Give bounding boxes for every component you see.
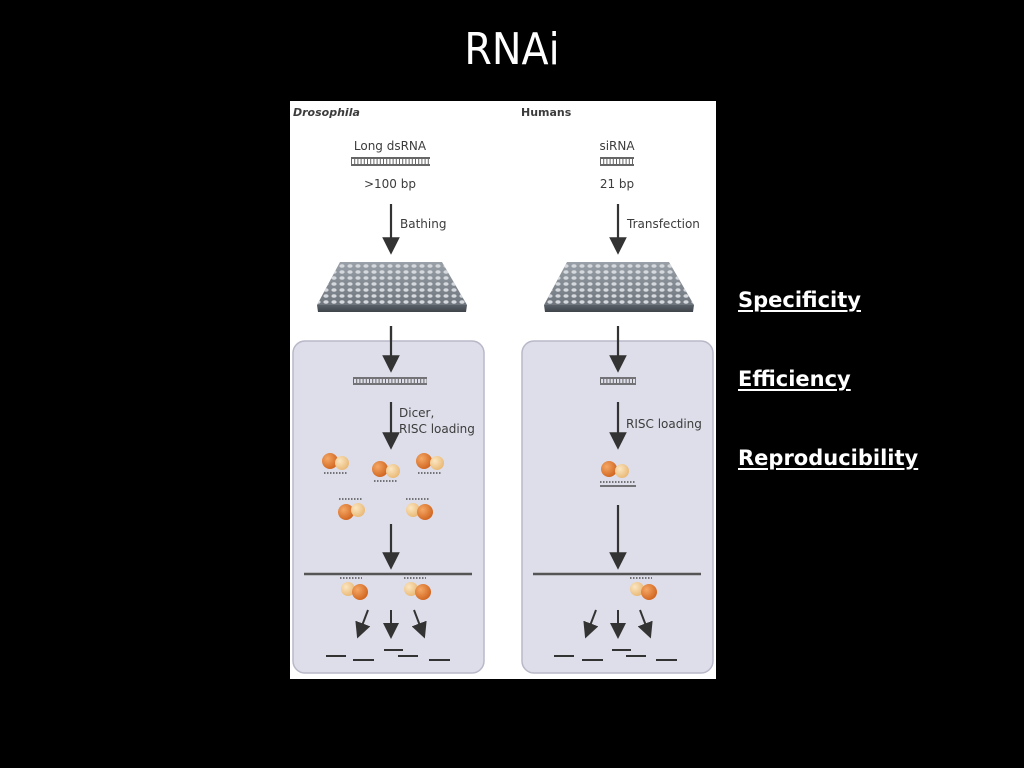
drosophila-header: Drosophila bbox=[293, 106, 360, 119]
dicer-label: Dicer, bbox=[399, 406, 434, 420]
sirna-strand bbox=[600, 157, 634, 166]
specificity-link[interactable]: Specificity bbox=[738, 288, 861, 312]
dsrna-in-cell-left bbox=[353, 377, 427, 385]
transfection-label: Transfection bbox=[626, 217, 700, 231]
long-dsrna-strand bbox=[351, 157, 430, 166]
humans-header: Humans bbox=[521, 106, 572, 119]
long-dsrna-length: >100 bp bbox=[364, 177, 416, 191]
risc-complex bbox=[406, 498, 433, 520]
cleavage-arrows-right bbox=[583, 609, 653, 639]
sirna-in-cell-right bbox=[600, 377, 636, 385]
risc-bound-mrna bbox=[404, 577, 431, 600]
risc-complex bbox=[322, 453, 349, 474]
risc-complex bbox=[600, 461, 636, 487]
rnai-figure: Drosophila Humans Long dsRNA >100 bp Bat… bbox=[290, 101, 716, 679]
risc-complex bbox=[338, 498, 365, 520]
risc-complex bbox=[372, 461, 400, 482]
risc-loading-label-right: RISC loading bbox=[626, 417, 702, 431]
well-plate-left bbox=[317, 262, 467, 312]
keyword-links: Specificity Efficiency Reproducibility bbox=[738, 285, 918, 522]
cleavage-arrows-left bbox=[355, 609, 427, 639]
slide-title: RNAi bbox=[464, 24, 560, 75]
reproducibility-link[interactable]: Reproducibility bbox=[738, 446, 919, 470]
efficiency-link[interactable]: Efficiency bbox=[738, 367, 851, 391]
well-plate-right bbox=[544, 262, 694, 312]
long-dsrna-label: Long dsRNA bbox=[354, 139, 427, 153]
bathing-label: Bathing bbox=[400, 217, 446, 231]
risc-bound-mrna bbox=[340, 577, 368, 600]
sirna-label: siRNA bbox=[599, 139, 635, 153]
mrna-fragments-right bbox=[554, 649, 677, 661]
sirna-length: 21 bp bbox=[600, 177, 634, 191]
risc-loading-label-left: RISC loading bbox=[399, 422, 475, 436]
cell-left bbox=[292, 340, 485, 674]
mrna-fragments-left bbox=[326, 649, 450, 661]
rnai-diagram: Drosophila Humans Long dsRNA >100 bp Bat… bbox=[292, 106, 714, 674]
risc-bound-mrna bbox=[630, 577, 657, 600]
risc-complex bbox=[416, 453, 444, 474]
